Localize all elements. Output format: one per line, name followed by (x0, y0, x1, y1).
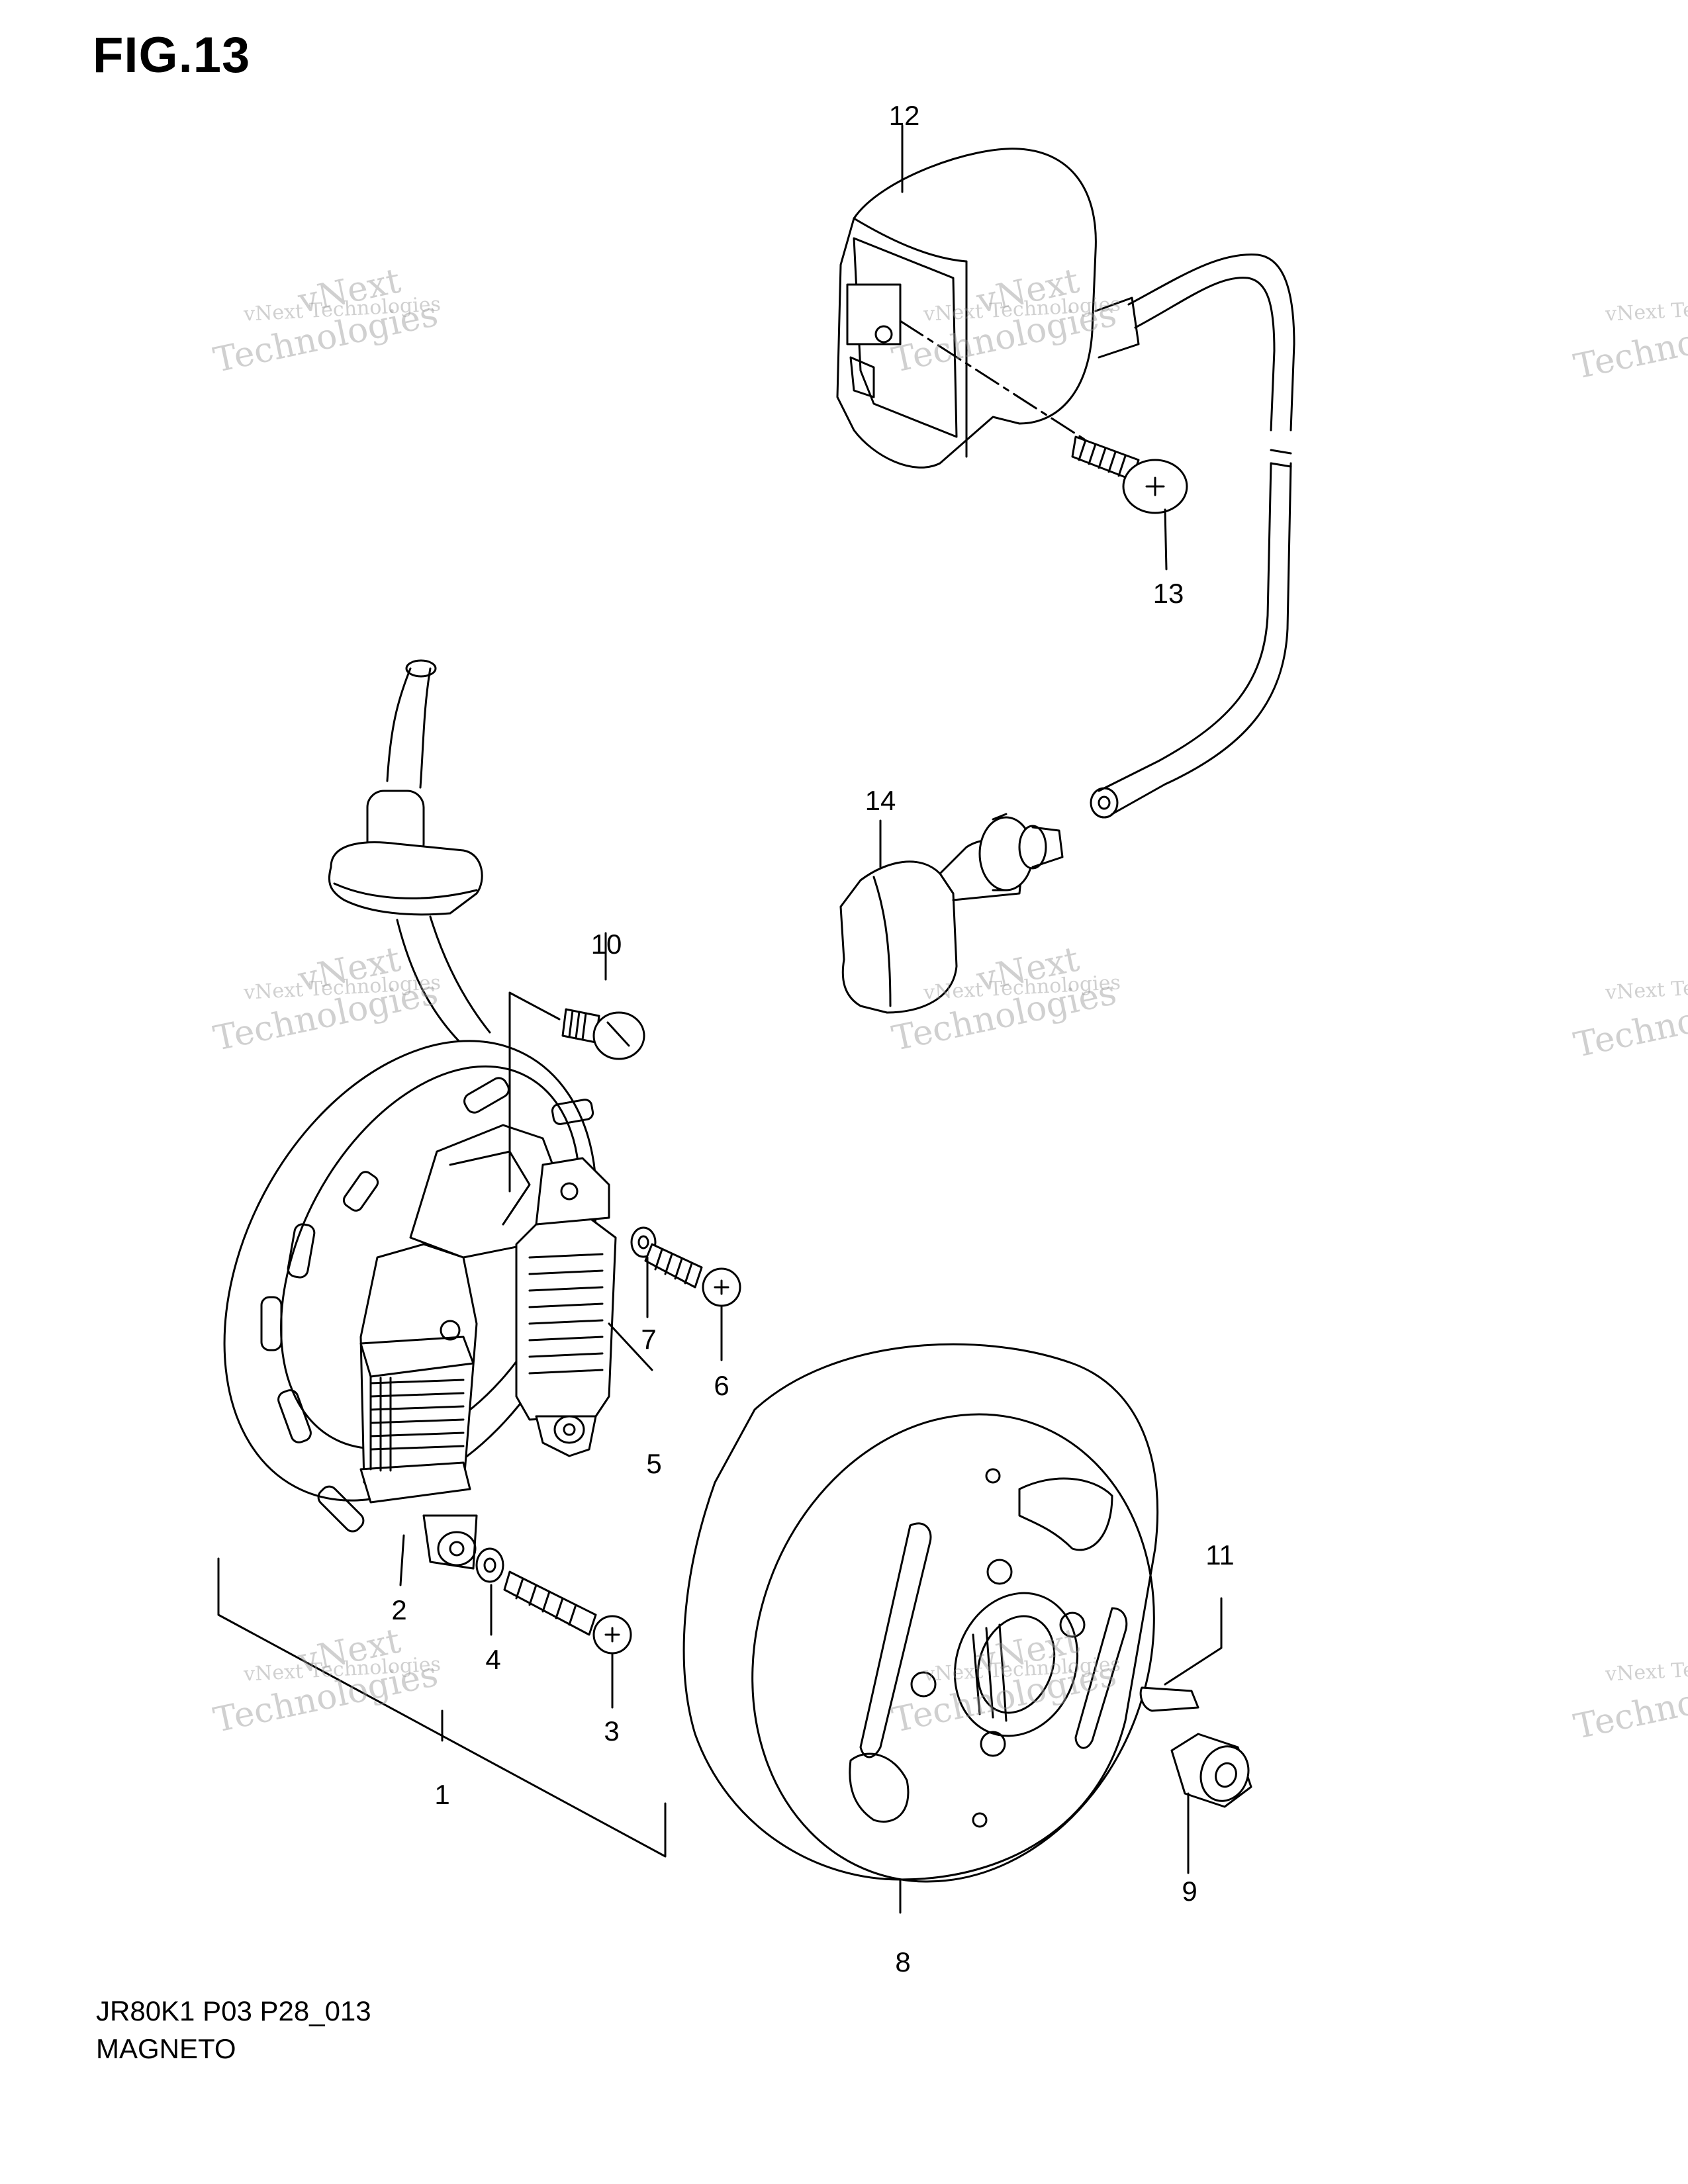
callout-9: 9 (1182, 1876, 1197, 1907)
callout-4: 4 (485, 1644, 501, 1675)
callout-6: 6 (714, 1370, 729, 1401)
stator-assembly-part-1 (150, 660, 672, 1856)
callout-2: 2 (391, 1594, 407, 1625)
figure-title: FIG.13 (93, 27, 251, 83)
callout-12: 12 (888, 100, 920, 131)
callout-14: 14 (865, 785, 896, 816)
callout-13: 13 (1152, 578, 1184, 609)
screw-part-10 (563, 933, 644, 1059)
drawing-code: JR80K1 P03 P28_013 (96, 1995, 371, 2026)
nut-part-9 (1172, 1734, 1256, 1873)
callout-10: 10 (590, 929, 622, 960)
plug-cap-part-14 (841, 814, 1062, 1013)
flywheel-rotor-part-8 (684, 1344, 1218, 1938)
callout-5: 5 (646, 1448, 662, 1479)
screw-washer-parts-6-7 (609, 1228, 740, 1370)
callout-8: 8 (895, 1946, 911, 1978)
callout-3: 3 (604, 1715, 620, 1747)
woodruff-key-part-11 (1141, 1598, 1221, 1711)
ignition-coil-part-12 (837, 149, 1294, 817)
callout-1: 1 (434, 1779, 450, 1810)
callout-7: 7 (641, 1324, 657, 1355)
section-title: MAGNETO (96, 2033, 236, 2064)
callout-11: 11 (1205, 1539, 1235, 1570)
screw-part-13 (900, 321, 1187, 569)
screw-washer-parts-3-4 (477, 1549, 631, 1707)
